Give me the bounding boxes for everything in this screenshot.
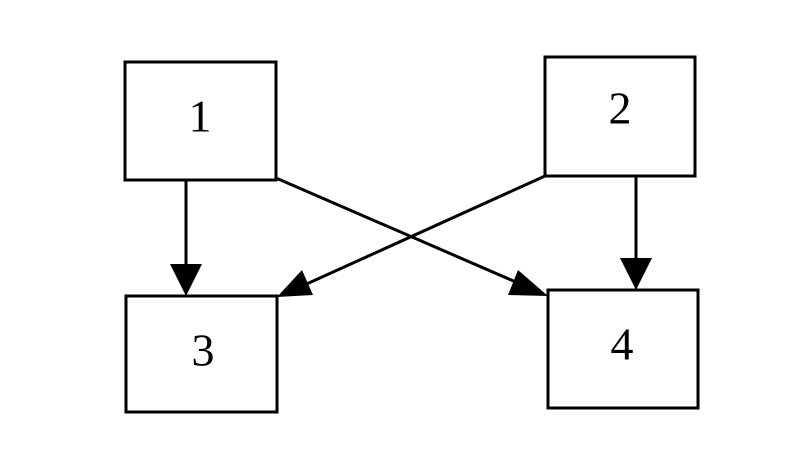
edge-2-to-4 xyxy=(620,176,652,290)
edge-1-to-4 xyxy=(275,176,548,296)
edge-1-to-3 xyxy=(170,178,202,296)
node-4-label: 4 xyxy=(611,319,634,370)
node-4: 4 xyxy=(546,288,700,410)
node-2: 2 xyxy=(543,55,697,178)
arrowhead-icon xyxy=(277,270,313,297)
arrowhead-icon xyxy=(170,264,202,296)
node-1: 1 xyxy=(123,60,278,182)
arrowhead-icon xyxy=(508,270,548,296)
arrowhead-icon xyxy=(620,258,652,290)
edge-2-to-3 xyxy=(277,174,546,297)
node-3-label: 3 xyxy=(192,325,215,376)
node-2-label: 2 xyxy=(609,83,632,134)
node-1-label: 1 xyxy=(189,91,212,142)
node-3: 3 xyxy=(124,294,279,414)
